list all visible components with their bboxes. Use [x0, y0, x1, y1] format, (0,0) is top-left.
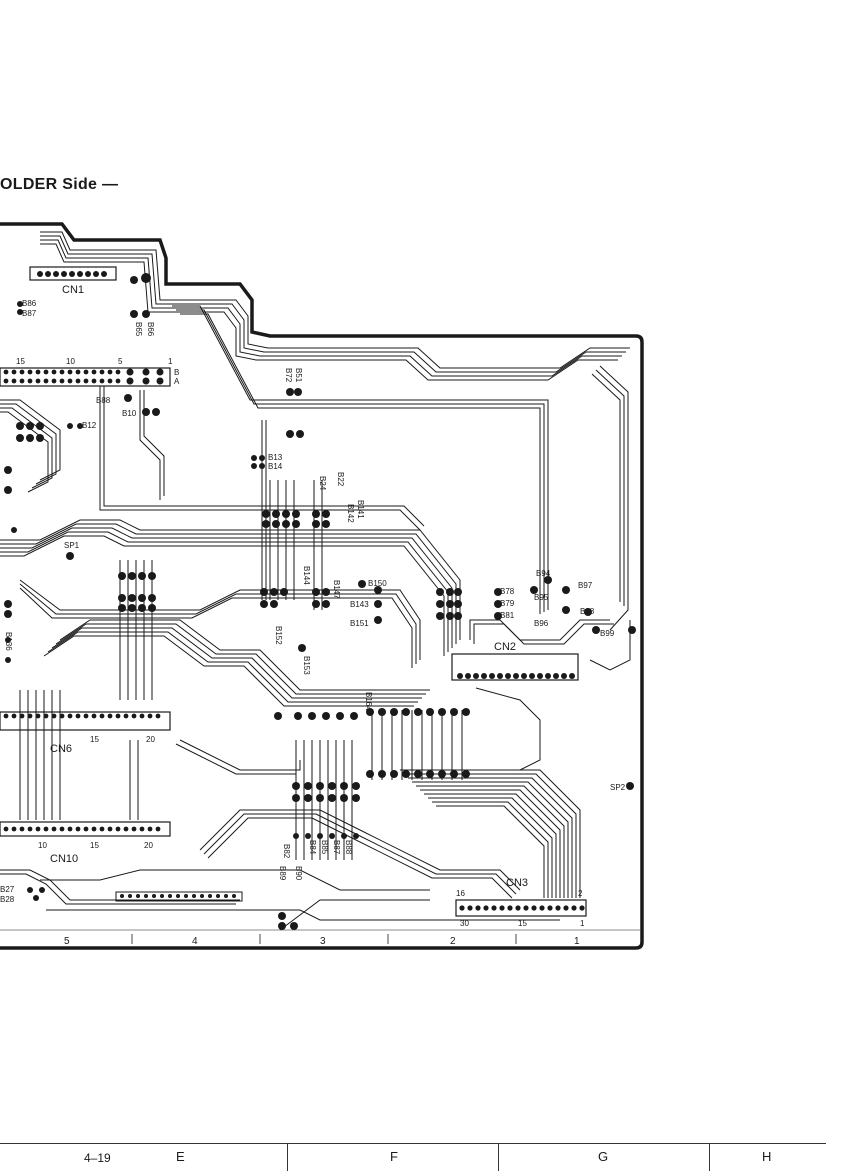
solder-pads: [4, 273, 636, 930]
svg-text:B144: B144: [302, 566, 311, 585]
svg-text:B14: B14: [268, 462, 283, 471]
svg-text:B85: B85: [320, 840, 329, 855]
svg-text:2: 2: [578, 889, 583, 898]
svg-text:B87: B87: [332, 840, 341, 855]
svg-text:B22: B22: [336, 472, 345, 487]
grid-strip: 5 4 3 2 1: [0, 929, 640, 947]
svg-text:B82: B82: [282, 844, 291, 859]
svg-text:B153: B153: [302, 656, 311, 675]
page-title: OLDER Side —: [0, 176, 119, 193]
footer-columns: E F G H: [0, 1143, 846, 1173]
cn10-connector: CN10 10 15 20: [0, 821, 171, 865]
column-e-label: E: [176, 1149, 185, 1164]
svg-text:B72: B72: [284, 368, 293, 383]
svg-text:15: 15: [16, 357, 25, 366]
svg-text:B147: B147: [332, 580, 341, 599]
cn1-label: CN1: [62, 284, 84, 296]
svg-text:B78: B78: [500, 587, 515, 596]
svg-text:B96: B96: [534, 619, 549, 628]
column-g-label: G: [598, 1149, 609, 1164]
svg-text:1: 1: [580, 919, 585, 928]
cn1-connector: CN1: [29, 266, 117, 296]
svg-text:B87: B87: [22, 309, 37, 318]
pcb-traces: [0, 231, 631, 931]
svg-text:B: B: [174, 368, 179, 377]
svg-text:B51: B51: [294, 368, 303, 383]
svg-text:B84: B84: [308, 840, 317, 855]
svg-text:B88: B88: [344, 840, 353, 855]
svg-text:B66: B66: [146, 322, 155, 337]
ribbon-pads-bottom: [115, 891, 243, 902]
svg-text:B89: B89: [278, 866, 287, 881]
svg-text:B88: B88: [96, 396, 111, 405]
svg-text:B143: B143: [350, 600, 369, 609]
cn3-connector: CN3 16 2 30 15 1: [455, 877, 587, 928]
sp1-label: SP1: [64, 541, 80, 550]
svg-text:5: 5: [118, 357, 123, 366]
board-outline: [0, 222, 644, 950]
column-h-label: H: [762, 1149, 772, 1164]
svg-text:30: 30: [460, 919, 469, 928]
cn6-label: CN6: [50, 743, 72, 755]
svg-text:2: 2: [450, 936, 456, 947]
svg-text:A: A: [174, 377, 180, 386]
cn3-label: CN3: [506, 877, 528, 889]
svg-text:20: 20: [144, 841, 153, 850]
svg-text:10: 10: [38, 841, 47, 850]
cn2-connector: CN2: [451, 641, 579, 681]
svg-text:B99: B99: [600, 629, 615, 638]
svg-text:B151: B151: [350, 619, 369, 628]
svg-text:B94: B94: [536, 569, 551, 578]
footer-divider: [0, 1143, 826, 1144]
svg-text:15: 15: [90, 735, 99, 744]
sp2-label: SP2: [610, 783, 626, 792]
svg-text:B90: B90: [294, 866, 303, 881]
svg-text:B152: B152: [274, 626, 283, 645]
svg-text:4: 4: [192, 936, 198, 947]
svg-text:B81: B81: [500, 611, 515, 620]
svg-text:B142: B142: [346, 504, 355, 523]
cn10-label: CN10: [50, 853, 78, 865]
pcb-layout-diagram: CN1 15 10 5 1 B A: [0, 222, 644, 950]
svg-text:B13: B13: [268, 453, 283, 462]
svg-text:B86: B86: [22, 299, 37, 308]
reference-labels: B86 B87 B65 B66 B88 B10 B12 B72 B51 B13 …: [0, 299, 615, 904]
svg-text:16: 16: [456, 889, 465, 898]
svg-text:B136: B136: [4, 632, 13, 651]
svg-text:1: 1: [168, 357, 173, 366]
svg-text:B79: B79: [500, 599, 515, 608]
svg-text:15: 15: [518, 919, 527, 928]
svg-text:15: 15: [90, 841, 99, 850]
cn6-connector: CN6 15 20: [0, 711, 171, 755]
svg-text:B98: B98: [580, 607, 595, 616]
svg-text:B141: B141: [356, 500, 365, 519]
svg-text:3: 3: [320, 936, 326, 947]
cn2-label: CN2: [494, 641, 516, 653]
svg-text:B65: B65: [134, 322, 143, 337]
svg-text:10: 10: [66, 357, 75, 366]
svg-text:5: 5: [64, 936, 70, 947]
svg-text:B24: B24: [318, 476, 327, 491]
column-f-label: F: [390, 1149, 398, 1164]
svg-text:B97: B97: [578, 581, 593, 590]
svg-text:B12: B12: [82, 421, 97, 430]
svg-text:B95: B95: [534, 593, 549, 602]
svg-text:B28: B28: [0, 895, 15, 904]
header-connector-top: 15 10 5 1 B A: [0, 357, 180, 387]
svg-text:B150: B150: [368, 579, 387, 588]
svg-text:1: 1: [574, 936, 580, 947]
svg-text:B10: B10: [122, 409, 137, 418]
svg-text:B164: B164: [364, 692, 373, 711]
page-number: 4–19: [84, 1151, 111, 1165]
svg-text:B27: B27: [0, 885, 15, 894]
svg-text:20: 20: [146, 735, 155, 744]
